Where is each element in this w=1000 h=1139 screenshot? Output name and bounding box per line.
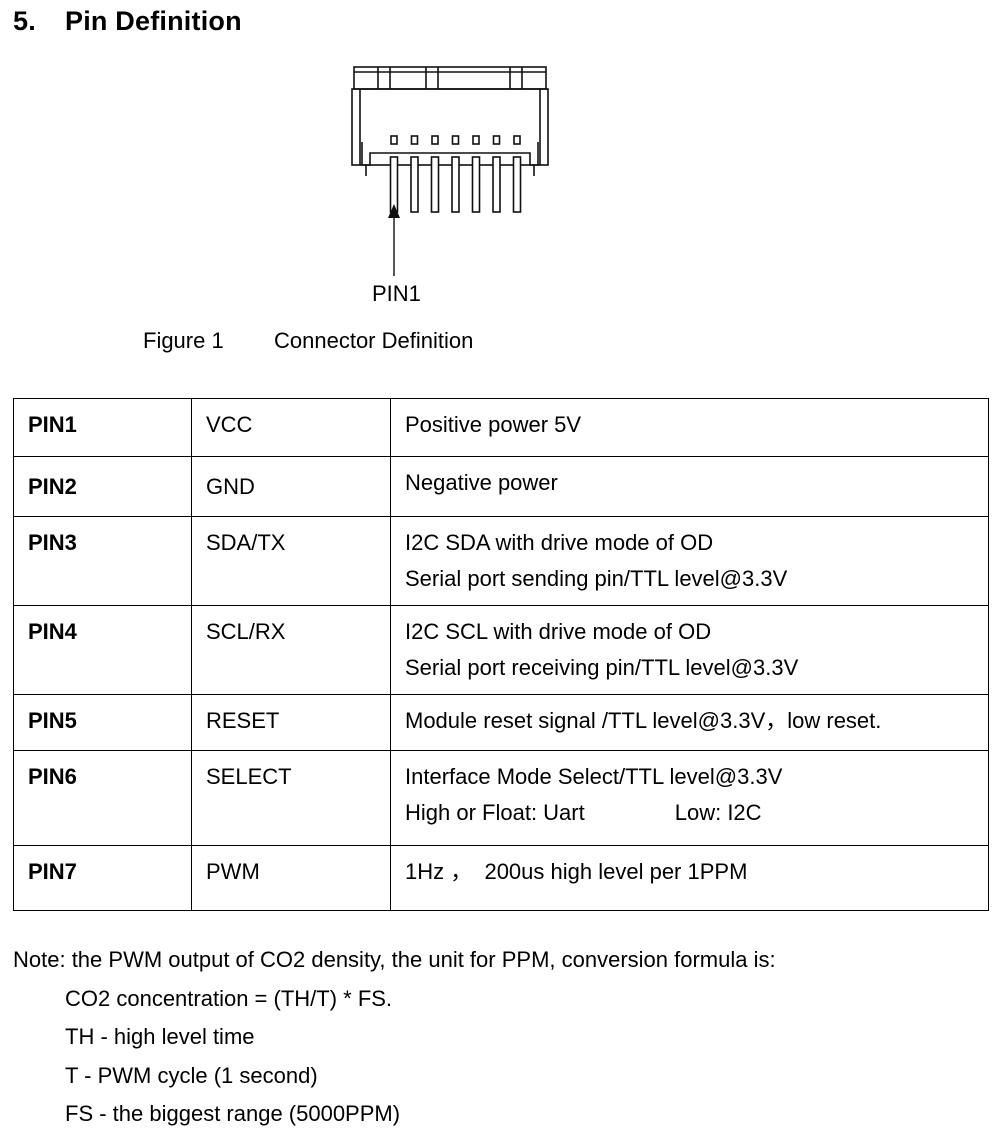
section-title: 5. Pin Definition: [13, 6, 242, 37]
pin-window: [492, 135, 501, 145]
pin-cell: PIN3: [13, 516, 192, 606]
pin-cell: PIN5: [13, 694, 192, 751]
table-row: PIN6 SELECT Interface Mode Select/TTL le…: [13, 750, 989, 846]
pin-cell: PIN6: [13, 750, 192, 846]
connector-pin: [492, 156, 501, 213]
pin-definition-table: PIN1 VCC Positive power 5V PIN2 GND Nega…: [13, 398, 989, 911]
description-cell: Positive power 5V: [390, 398, 989, 457]
description-cell: Negative power: [390, 456, 989, 517]
description-cell: I2C SCL with drive mode of OD Serial por…: [390, 605, 989, 695]
note-line: T - PWM cycle (1 second): [65, 1062, 318, 1088]
pin-cell: PIN7: [13, 845, 192, 911]
figure-caption: Figure 1 Connector Definition: [143, 328, 473, 354]
description-line: I2C SCL with drive mode of OD: [405, 619, 712, 644]
pin-window: [513, 135, 521, 145]
pin-window: [431, 135, 439, 145]
caption-text: Connector Definition: [274, 328, 474, 353]
pin-cell: PIN2: [13, 456, 192, 517]
pin-window: [472, 135, 480, 145]
pin1-label: PIN1: [372, 281, 421, 306]
signal-cell: VCC: [191, 398, 391, 457]
description-line: Negative power: [405, 470, 558, 495]
table-row: PIN1 VCC Positive power 5V: [13, 398, 989, 457]
pwm-notes: Note: the PWM output of CO2 density, the…: [13, 941, 776, 1134]
pin-cell: PIN4: [13, 605, 192, 695]
pin-cell: PIN1: [13, 398, 192, 457]
description-line: I2C SDA with drive mode of OD: [405, 530, 714, 555]
signal-cell: SELECT: [191, 750, 391, 846]
description-cell: Interface Mode Select/TTL level@3.3V Hig…: [390, 750, 989, 846]
description-line: Module reset signal /TTL level@3.3V，low …: [405, 708, 882, 733]
table-row: PIN5 RESET Module reset signal /TTL leve…: [13, 694, 989, 751]
connector-drawing: [351, 66, 549, 276]
pin-window: [451, 135, 460, 145]
description-line: Positive power 5V: [405, 412, 582, 437]
pin-window: [410, 135, 419, 145]
table-row: PIN4 SCL/RX I2C SCL with drive mode of O…: [13, 605, 989, 695]
table-row: PIN3 SDA/TX I2C SDA with drive mode of O…: [13, 516, 989, 606]
description-cell: 1Hz ， 200us high level per 1PPM: [390, 845, 989, 911]
signal-cell: PWM: [191, 845, 391, 911]
description-cell: Module reset signal /TTL level@3.3V，low …: [390, 694, 989, 751]
connector-pin: [410, 156, 419, 213]
connector-pin: [389, 156, 399, 213]
pin-window: [390, 135, 398, 145]
note-line: CO2 concentration = (TH/T) * FS.: [65, 985, 393, 1011]
connector-pin: [471, 156, 481, 213]
note-line: FS - the biggest range (5000PPM): [65, 1101, 401, 1126]
table-row: PIN7 PWM 1Hz ， 200us high level per 1PPM: [13, 845, 989, 911]
connector-pin: [451, 156, 460, 213]
signal-cell: SDA/TX: [191, 516, 391, 606]
description-line: High or Float: Uart Low: I2C: [405, 795, 976, 831]
connector-pin: [430, 156, 440, 213]
signal-cell: RESET: [191, 694, 391, 751]
description-line: Serial port receiving pin/TTL level@3.3V: [405, 655, 799, 680]
mode-uart: High or Float: Uart: [405, 800, 585, 825]
signal-cell: SCL/RX: [191, 605, 391, 695]
section-number: 5.: [13, 6, 36, 36]
caption-number: Figure 1: [143, 328, 224, 353]
mode-i2c: Low: I2C: [674, 800, 762, 825]
connector-figure: PIN1: [340, 58, 580, 308]
connector-pin: [512, 156, 522, 213]
section-heading: Pin Definition: [65, 6, 242, 36]
note-intro: Note: the PWM output of CO2 density, the…: [13, 947, 776, 972]
note-line: TH - high level time: [65, 1024, 255, 1049]
signal-cell: GND: [191, 456, 391, 517]
description-line: Serial port sending pin/TTL level@3.3V: [405, 566, 788, 591]
table-row: PIN2 GND Negative power: [13, 456, 989, 517]
description-line: 1Hz ， 200us high level per 1PPM: [405, 859, 748, 884]
description-line: Interface Mode Select/TTL level@3.3V: [405, 764, 783, 789]
description-cell: I2C SDA with drive mode of OD Serial por…: [390, 516, 989, 606]
